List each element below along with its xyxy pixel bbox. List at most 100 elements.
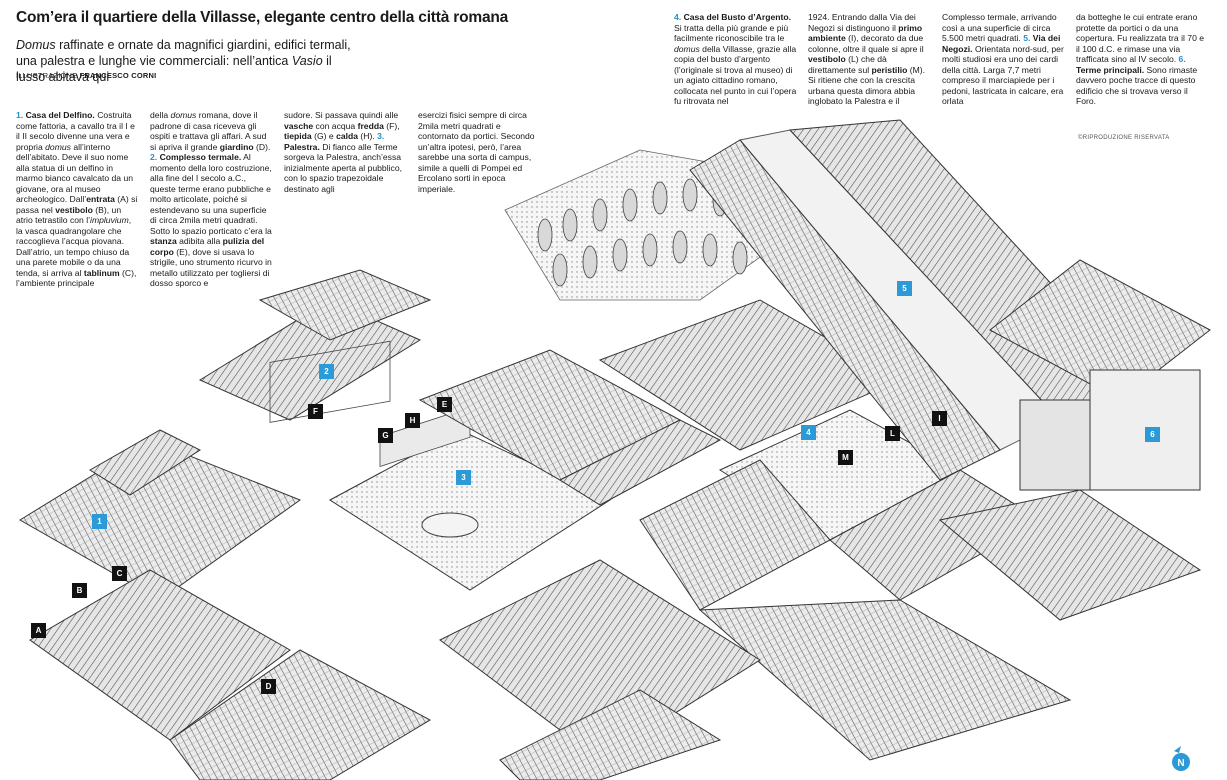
section-number: 3. (377, 131, 385, 141)
marker-1: 1 (92, 514, 107, 529)
marker-D: D (261, 679, 276, 694)
body-bold: vestibolo (55, 204, 93, 215)
body-bold: primo ambiente (808, 22, 923, 44)
body-em: domus (674, 43, 700, 54)
text-column-2: della domus romana, dove il padrone di c… (150, 110, 274, 289)
roof-block (558, 419, 722, 506)
body-bold: stanza (150, 236, 177, 246)
page-title: Com’era il quartiere della Villasse, ele… (16, 9, 509, 26)
roof-block (169, 649, 432, 780)
section-heading: Terme principali. (1076, 64, 1145, 75)
marker-E: E (437, 397, 452, 412)
body-text: all’interno dell’abitato. Deve il suo no… (16, 141, 134, 205)
body-text: , la vasca quadrangolare che raccoglieva… (16, 215, 132, 278)
compass-north-icon: N (1172, 746, 1190, 771)
body-bold: giardino (219, 141, 254, 152)
body-text: (L) che dà direttamente sul (808, 54, 887, 75)
marker-6: 6 (1145, 427, 1160, 442)
body-text: Complesso termale, arrivando così a una … (942, 12, 1057, 43)
roof-block (698, 599, 1072, 761)
body-bold: tablinum (83, 267, 120, 278)
roof-block (29, 569, 291, 741)
body-text: con acqua (313, 120, 358, 131)
marker-C: C (112, 566, 127, 581)
roof-block (689, 139, 1001, 481)
body-bold: calda (336, 131, 359, 141)
roof-block (938, 489, 1202, 621)
subtitle-em2: Vasio (291, 54, 323, 68)
section-heading: Complesso termale. (159, 152, 242, 162)
terme-wall (1019, 399, 1091, 491)
text-column-1: 1. Casa del Delfino. Costruita come fatt… (16, 110, 140, 289)
fountain (421, 512, 479, 538)
body-text: (M). Si ritiene che con la crescita urba… (808, 64, 926, 107)
body-bold: peristilio (871, 64, 908, 75)
text-column-6: 1924. Entrando dalla Via dei Negozi si d… (808, 12, 932, 107)
compass-letter: N (1177, 758, 1184, 769)
subtitle-end: il lusso abitava qui (16, 54, 332, 84)
text-column-4: esercizi fisici sempre di circa 2mila me… (418, 110, 542, 194)
marker-M: M (838, 450, 853, 465)
text-column-3: sudore. Si passava quindi alle vasche co… (284, 110, 406, 194)
text-column-8: da botteghe le cui entrate erano protett… (1076, 12, 1204, 107)
body-text: (D). (253, 141, 271, 152)
body-em: impluvium (90, 215, 129, 225)
section-heading: Casa del Busto d’Argento. (683, 12, 791, 22)
copyright-note: ©RIPRODUZIONE RISERVATA (1078, 135, 1170, 141)
body-text: da botteghe le cui entrate erano protett… (1076, 12, 1205, 64)
body-text: della (150, 110, 171, 120)
body-em: domus (45, 141, 71, 152)
body-text: (B), un atrio tetrastilo con l’ (16, 204, 122, 226)
body-text: della Villasse, grazie alla copia del bu… (674, 43, 797, 107)
roof-block (439, 559, 761, 761)
marker-H: H (405, 413, 420, 428)
body-text: Di fianco alle Terme sorgeva la Palestra… (284, 141, 402, 194)
section-number: 4. (674, 12, 682, 22)
marker-L: L (885, 426, 900, 441)
marker-G: G (378, 428, 393, 443)
body-em: domus (170, 110, 197, 120)
marker-2: 2 (319, 364, 334, 379)
body-text: (G) e (311, 131, 337, 141)
text-column-5: 4. Casa del Busto d’Argento. Si tratta d… (674, 12, 798, 107)
body-text: esercizi fisici sempre di circa 2mila me… (418, 110, 535, 194)
illustration-credit: ILLUSTRAZIONE FRANCESCO CORNI (16, 71, 156, 80)
body-bold: vestibolo (808, 54, 846, 64)
section-heading: Palestra. (284, 141, 320, 152)
section-number: 2. (150, 152, 158, 162)
body-text: (H). (358, 131, 375, 141)
subtitle-em: Domus (16, 38, 56, 52)
body-text: (E), dove si usava lo strigile, uno stru… (150, 246, 272, 289)
roof-block (89, 429, 202, 496)
body-bold: pulizia del corpo (150, 236, 265, 257)
body-text: Al momento della loro costruzione, alla … (150, 152, 272, 236)
body-bold: fredda (357, 120, 384, 131)
body-text: (C), l’ambiente principale (16, 267, 137, 289)
body-text: 1924. Entrando dalla Via dei Negozi si d… (808, 12, 916, 33)
body-text: (A) si passa nel (16, 194, 138, 215)
body-text: Sono rimaste davvero poche tracce di que… (1076, 64, 1198, 107)
roof-block (499, 689, 722, 780)
roof-block (198, 299, 422, 421)
body-text: (F), (383, 120, 400, 131)
body-text: Costruita come fattoria, a cavallo tra i… (16, 110, 135, 152)
roof-block (989, 259, 1211, 401)
credit-label: ILLUSTRAZIONE (16, 71, 80, 80)
credit-name: FRANCESCO CORNI (79, 71, 157, 80)
body-bold: vasche (284, 120, 314, 131)
section-number: 5. (1023, 33, 1031, 43)
text-column-7: Complesso termale, arrivando così a una … (942, 12, 1066, 107)
subtitle-text: raffinate e ornate da magnifici giardini… (16, 38, 351, 68)
body-text: sudore. Si passava quindi alle (284, 110, 399, 120)
section-number: 6. (1178, 54, 1186, 64)
body-text: (I), decorato da due colonne, oltre il q… (808, 33, 924, 54)
marker-B: B (72, 583, 87, 598)
marker-4: 4 (801, 425, 816, 440)
marker-3: 3 (456, 470, 471, 485)
roof-block (258, 269, 432, 341)
body-text: adibita alla (176, 236, 223, 246)
body-text: romana, dove il padrone di casa riceveva… (150, 110, 267, 152)
section-heading: Casa del Delfino. (25, 110, 95, 120)
marker-A: A (31, 623, 46, 638)
body-text: Orientata nord-sud, per molti studiosi e… (942, 43, 1064, 107)
